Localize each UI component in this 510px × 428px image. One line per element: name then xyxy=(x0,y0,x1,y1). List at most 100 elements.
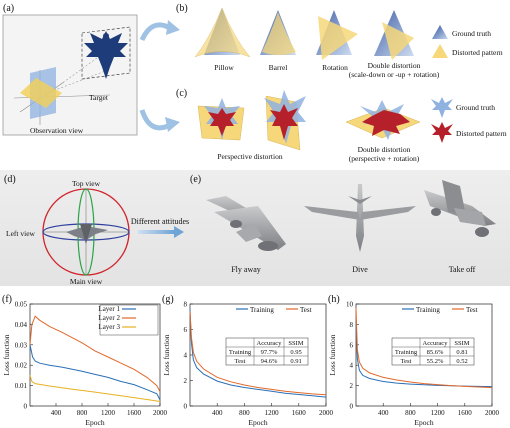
x-tick-label: 400 xyxy=(212,409,223,417)
table-cell: 55.2% xyxy=(427,358,444,365)
y-tick-label: 4 xyxy=(350,362,354,370)
y-tick-label: 6 xyxy=(184,326,188,334)
legend-b-distorted: Distorted pattern xyxy=(452,48,503,57)
main-view-label: Main view xyxy=(70,277,103,286)
double-distortion-shape xyxy=(374,10,414,60)
caption-double-perspective: Double distortion xyxy=(358,145,411,154)
table-cell: Training xyxy=(229,349,252,356)
legend-entry: Training xyxy=(416,306,440,314)
x-tick-label: 2000 xyxy=(153,409,168,417)
caption-pillow: Pillow xyxy=(214,63,234,72)
y-tick-label: 8 xyxy=(350,321,354,329)
series-line-test xyxy=(355,308,493,389)
different-attitudes-label: Different attitudes xyxy=(131,217,189,226)
table-header-cell: SSIM xyxy=(288,340,303,347)
chart-panel-label: (h) xyxy=(328,294,340,305)
table-header-cell: Accuracy xyxy=(423,340,449,347)
y-axis-label: Loss function xyxy=(2,334,11,375)
double-perspective-shape xyxy=(345,100,421,140)
x-tick-label: 1200 xyxy=(265,409,280,417)
x-axis-label: Epoch xyxy=(248,418,267,427)
legend-entry: Layer 1 xyxy=(98,305,120,313)
legend-entry: Training xyxy=(250,306,274,314)
ground-truth-triangle-icon xyxy=(432,25,448,39)
distorted-triangle-icon xyxy=(432,44,448,58)
legend-entry: Test xyxy=(466,306,478,314)
ground-truth-eagle-icon xyxy=(431,97,453,118)
caption-fly-away: Fly away xyxy=(231,265,261,274)
table-cell: Test xyxy=(401,358,412,365)
chart-panel-label: (g) xyxy=(162,294,174,305)
legend-box xyxy=(99,304,159,336)
dive-plane-icon xyxy=(304,184,416,252)
panel-a-label: (a) xyxy=(3,3,14,14)
arrow-a-to-b xyxy=(139,22,172,42)
x-tick-label: 1200 xyxy=(101,409,116,417)
distorted-eagle-icon xyxy=(431,122,453,143)
plot-frame xyxy=(355,303,493,407)
left-view-label: Left view xyxy=(6,229,36,238)
table-cell: 85.6% xyxy=(427,349,444,356)
table-cell: Training xyxy=(395,349,418,356)
table-cell: 94.6% xyxy=(261,358,278,365)
y-tick-label: 0.02 xyxy=(15,362,28,370)
table-header-cell: Accuracy xyxy=(257,340,283,347)
series-line-layer-3 xyxy=(29,375,161,402)
panel-c-label: (c) xyxy=(176,88,187,99)
plot-frame xyxy=(29,303,161,407)
arrow-a-to-c xyxy=(139,109,172,131)
y-axis-label: Loss function xyxy=(162,334,171,375)
observation-label: Observation view xyxy=(30,126,84,135)
perspective-shape-2 xyxy=(264,90,306,151)
panel-e-label: (e) xyxy=(190,174,201,185)
y-tick-label: 2 xyxy=(184,377,188,385)
y-tick-label: 0.01 xyxy=(15,382,28,390)
right-arrow-icon xyxy=(138,226,184,238)
table-cell: 0.95 xyxy=(290,349,301,356)
legend-b-ground-truth: Ground truth xyxy=(452,29,491,38)
legend-entry: Test xyxy=(300,306,312,314)
table-frame xyxy=(225,337,309,366)
table-header-cell: SSIM xyxy=(454,340,469,347)
rotation-shape xyxy=(316,10,358,60)
barrel-shape xyxy=(260,10,296,55)
y-tick-label: 0.03 xyxy=(15,341,28,349)
take-off-plane-icon xyxy=(424,180,496,237)
x-tick-label: 800 xyxy=(405,409,416,417)
x-tick-label: 400 xyxy=(378,409,389,417)
y-tick-label: 0 xyxy=(184,403,188,411)
fly-away-plane-icon xyxy=(206,196,286,251)
caption-take-off: Take off xyxy=(449,265,476,274)
table-frame xyxy=(391,337,475,366)
series-line-training xyxy=(189,309,327,398)
caption-double-perspective-detail: (perspective + rotation) xyxy=(349,154,420,163)
x-tick-label: 400 xyxy=(51,409,62,417)
caption-dive: Dive xyxy=(352,265,368,274)
perspective-shape-1 xyxy=(197,98,245,141)
y-tick-label: 2 xyxy=(350,382,354,390)
x-tick-label: 2000 xyxy=(319,409,334,417)
legend-c-distorted: Distorted pattern xyxy=(456,129,507,138)
legend-entry: Layer 3 xyxy=(98,323,120,331)
x-tick-label: 2000 xyxy=(485,409,500,417)
series-line-layer-2 xyxy=(29,315,161,392)
panel-a-box xyxy=(2,14,138,136)
y-tick-label: 10 xyxy=(346,301,354,309)
x-tick-label: 1200 xyxy=(431,409,446,417)
view-sphere-icon xyxy=(42,188,130,276)
caption-perspective: Perspective distortion xyxy=(217,152,282,161)
panel-b-label: (b) xyxy=(176,3,188,14)
y-tick-label: 6 xyxy=(350,341,354,349)
legend-entry: Layer 2 xyxy=(98,314,120,322)
y-tick-label: 4 xyxy=(184,352,188,360)
caption-rotation: Rotation xyxy=(322,63,348,72)
caption-barrel: Barrel xyxy=(269,63,288,72)
series-line-test xyxy=(189,311,327,396)
